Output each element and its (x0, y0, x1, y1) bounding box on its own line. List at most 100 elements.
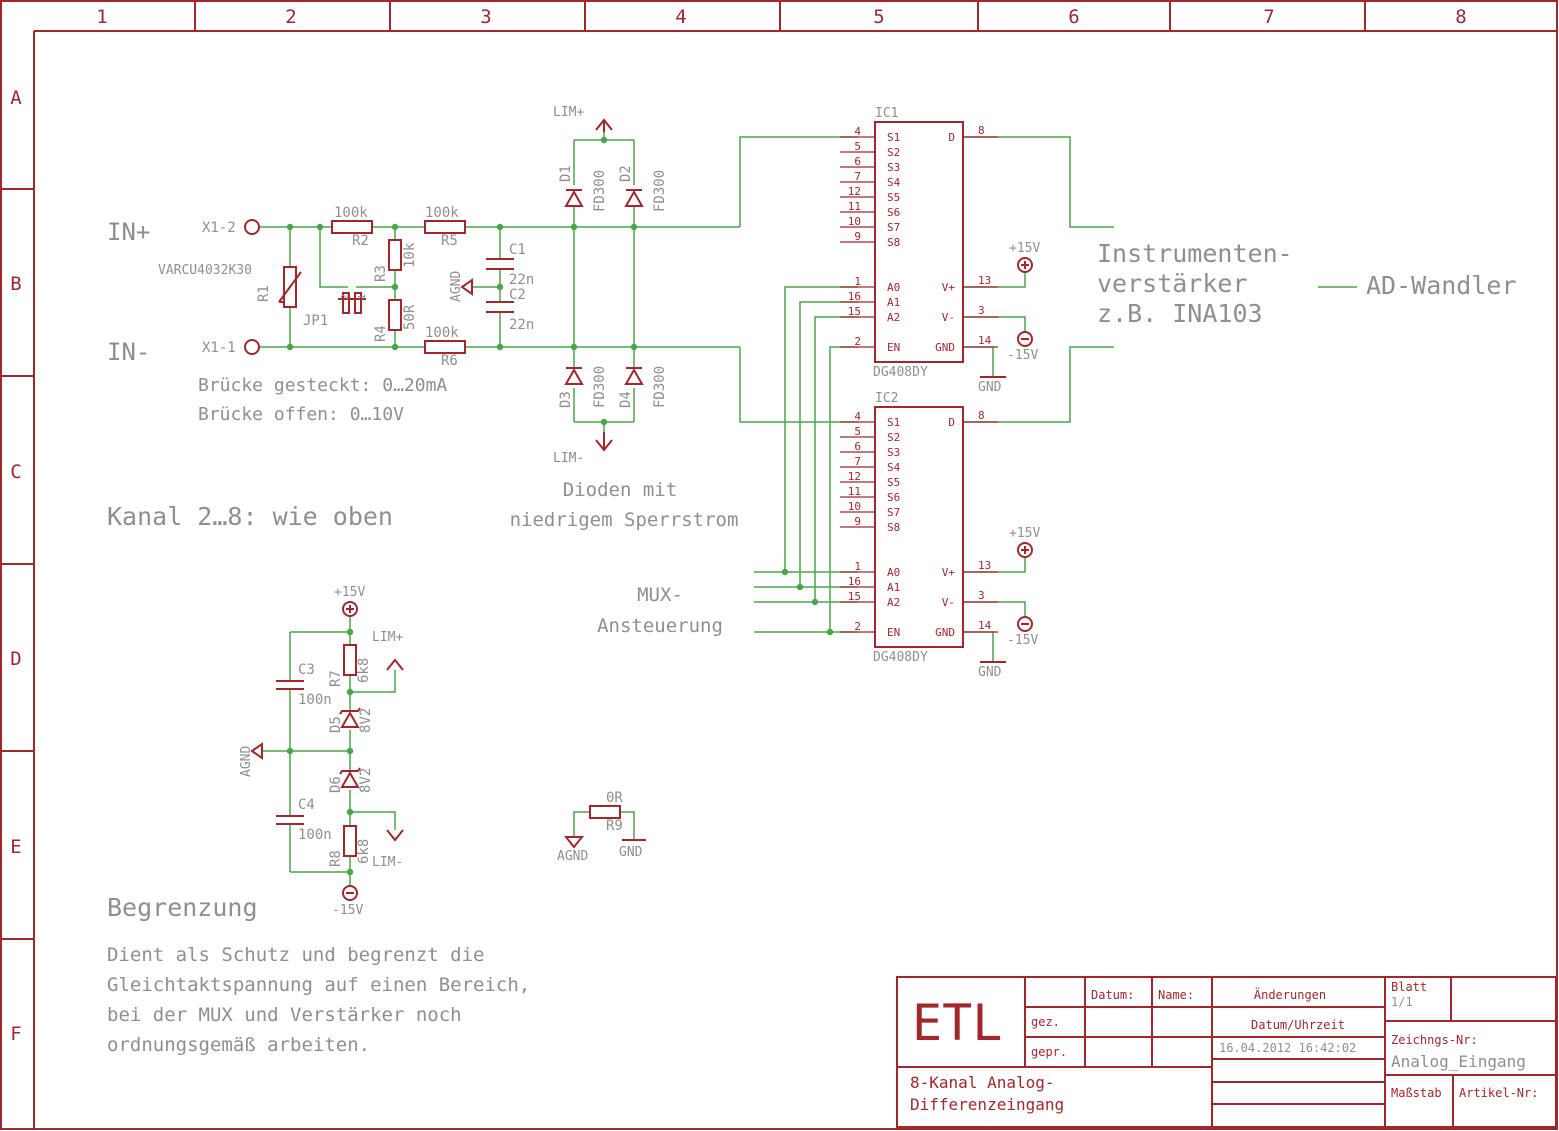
column-label: 2 (285, 6, 296, 28)
connector-label: X1-2 (202, 220, 236, 236)
minus15v-symbol-limit: -15V (332, 885, 363, 918)
ic-pin-number: 12 (848, 470, 861, 483)
ic-pin-name: S3 (887, 161, 900, 174)
row-label: A (10, 87, 22, 109)
ic-pin-number: 14 (978, 619, 992, 632)
svg-text:+15V: +15V (1009, 526, 1040, 541)
logo-etl: ETL (912, 994, 1002, 1052)
zener-d6: D6 8V2 (328, 767, 374, 793)
svg-text:100n: 100n (298, 692, 332, 708)
svg-text:AGND: AGND (557, 849, 588, 864)
svg-text:1: 1 (357, 294, 368, 300)
ic-pin-number: 16 (848, 575, 861, 588)
ic-pin-name: S8 (887, 521, 900, 534)
row-label: C (10, 461, 21, 483)
svg-text:R2: R2 (352, 233, 369, 249)
svg-text:LIM+: LIM+ (553, 105, 584, 120)
ic-pin-number: 15 (848, 590, 861, 603)
svg-text:8-Kanal Analog-: 8-Kanal Analog- (910, 1073, 1055, 1092)
column-label: 7 (1263, 6, 1274, 28)
lim-minus-arrow-limit-icon: LIM- (372, 829, 404, 870)
resistor-r2: 100k R2 (331, 205, 373, 249)
row-label: B (10, 273, 21, 295)
svg-text:FD300: FD300 (592, 170, 608, 212)
svg-text:C4: C4 (298, 797, 315, 813)
svg-text:6k8: 6k8 (356, 658, 372, 683)
svg-text:IC1: IC1 (875, 106, 898, 121)
svg-text:Zeichngs-Nr:: Zeichngs-Nr: (1391, 1033, 1478, 1047)
svg-text:100k: 100k (425, 205, 459, 221)
svg-text:AGND: AGND (449, 271, 464, 302)
ic-pin-name: S2 (887, 431, 900, 444)
ic-pin-number: 14 (978, 334, 992, 347)
ic-pin-number: 3 (978, 304, 985, 317)
ic-pin-name: S5 (887, 191, 900, 204)
ic-pin-name: A1 (887, 581, 900, 594)
bridge-off-note: Brücke offen: 0…10V (198, 404, 404, 425)
svg-text:LIM-: LIM- (553, 451, 584, 466)
ic-pin-name: EN (887, 341, 900, 354)
svg-text:100k: 100k (334, 205, 368, 221)
row-label: F (10, 1023, 21, 1045)
svg-text:-15V: -15V (1007, 348, 1038, 363)
svg-text:AGND: AGND (239, 746, 254, 777)
column-label: 1 (96, 6, 107, 28)
bridge-on-note: Brücke gesteckt: 0…20mA (198, 375, 447, 396)
ic-pin-number: 11 (848, 200, 861, 213)
svg-text:gez.: gez. (1031, 1015, 1060, 1029)
ic-pin-name: V+ (942, 281, 956, 294)
ic-pin-name: D (948, 416, 955, 429)
agnd-symbol: AGND (449, 271, 473, 302)
adc-note: AD-Wandler (1366, 271, 1517, 300)
minus15v-symbol-ic2: -15V (1007, 616, 1038, 648)
ic-pin-name: S1 (887, 131, 900, 144)
capacitor-c4: C4 100n (276, 797, 332, 843)
resistor-r5: 100k R5 (424, 205, 466, 249)
ic-pin-number: 9 (854, 515, 861, 528)
connector-x1-2: X1-2 (202, 219, 260, 236)
svg-text:GND: GND (619, 845, 643, 860)
amp-note-line1: Instrumenten- (1097, 239, 1293, 268)
ic-pin-name: S2 (887, 146, 900, 159)
svg-text:GND: GND (978, 380, 1002, 395)
svg-text:D3: D3 (558, 391, 574, 408)
svg-text:R4: R4 (373, 325, 389, 342)
svg-text:100n: 100n (298, 827, 332, 843)
ic-pin-number: 11 (848, 485, 861, 498)
svg-text:D6: D6 (328, 776, 344, 793)
row-label: E (10, 836, 21, 858)
amp-note-line2: verstärker (1097, 269, 1248, 298)
frame-row-labels: A B C D E F (10, 87, 22, 1045)
ic-pin-name: EN (887, 626, 900, 639)
svg-text:gepr.: gepr. (1031, 1045, 1067, 1059)
plus15v-symbol-limit: +15V (334, 585, 365, 617)
ic-pin-number: 7 (854, 455, 861, 468)
svg-text:GND: GND (978, 665, 1002, 680)
svg-text:R3: R3 (373, 265, 389, 282)
minus15v-symbol-ic1: -15V (1007, 331, 1038, 363)
resistor-r4: R4 50R (373, 299, 418, 342)
svg-text:1/1: 1/1 (1391, 995, 1413, 1009)
title-block: ETL Datum: Name: Änderungen Datum/Uhrzei… (896, 976, 1557, 1128)
svg-text:R5: R5 (441, 233, 458, 249)
input-plus-label: IN+ (107, 218, 150, 246)
svg-text:Datum/Uhrzeit: Datum/Uhrzeit (1251, 1018, 1345, 1032)
ic-pin-name: D (948, 131, 955, 144)
svg-text:C2: C2 (509, 287, 526, 303)
column-label: 8 (1455, 6, 1466, 28)
svg-text:D5: D5 (328, 716, 344, 733)
svg-text:FD300: FD300 (652, 170, 668, 212)
svg-text:Datum:: Datum: (1091, 988, 1134, 1002)
resistor-r7: R7 6k8 (328, 644, 372, 687)
ic-pin-number: 13 (978, 559, 991, 572)
resistor-r8: R8 6k8 (328, 825, 372, 867)
svg-text:DG408DY: DG408DY (873, 650, 928, 665)
agnd-symbol-limit: AGND (239, 742, 263, 777)
ic-pin-number: 10 (848, 215, 861, 228)
column-label: 5 (873, 6, 884, 28)
